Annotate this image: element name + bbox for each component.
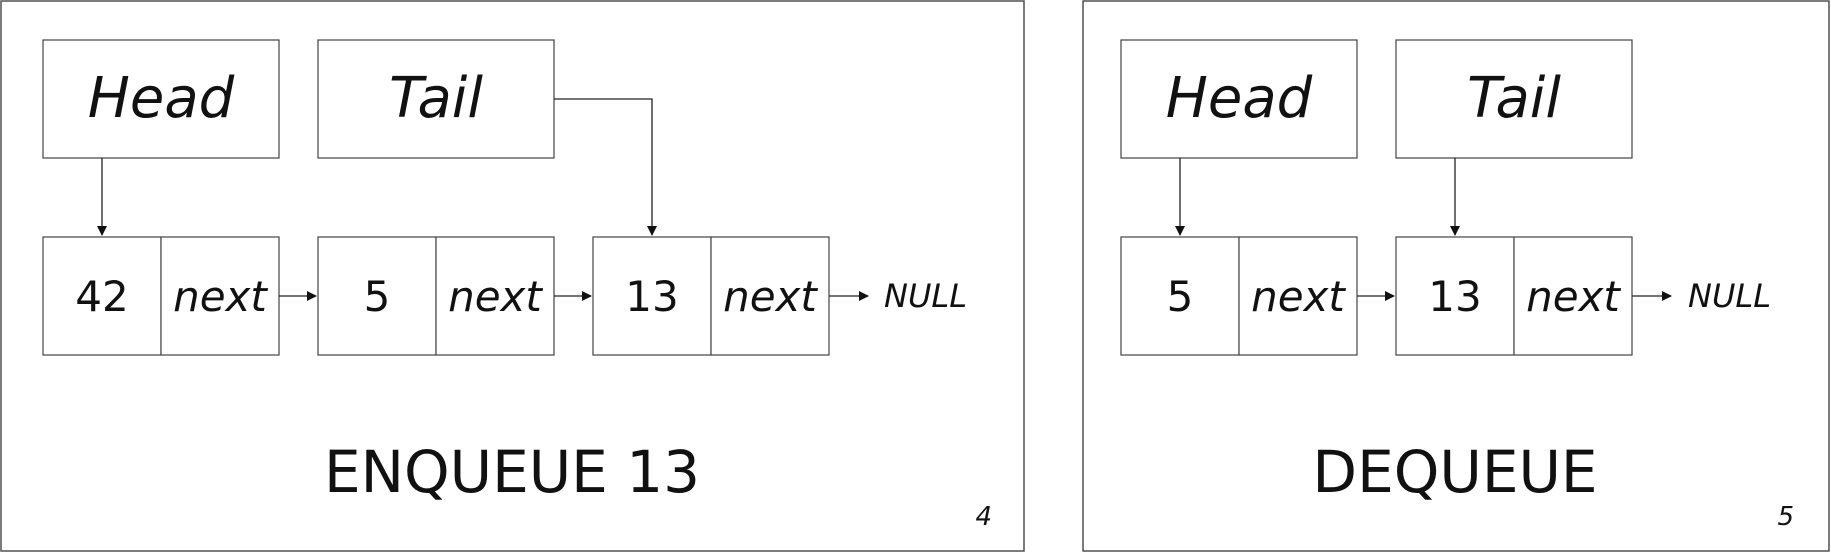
node-value-cell [592,236,712,356]
node-value: 5 [1167,272,1194,321]
node-next-cell [160,236,280,356]
head-label: Head [88,66,235,131]
node-value: 13 [625,272,678,321]
slide-enqueue: Head Tail 42 next 5 next 13 next [0,0,1025,552]
head-pointer-box: Head [42,39,280,159]
node-next-label: next [723,272,818,321]
node-value: 42 [75,272,128,321]
tail-label: Tail [389,66,483,131]
node-value: 5 [364,272,391,321]
node-value-cell [1395,236,1515,356]
node-next-label: next [448,272,543,321]
slide-number: 5 [1777,502,1794,532]
node-13: 13 next [1395,236,1633,356]
operation-title: ENQUEUE 13 [324,438,700,506]
slide-dequeue: Head Tail 5 next 13 next NULL DEQUEUE 5 [1082,0,1830,552]
node-next-cell [710,236,830,356]
node-value: 13 [1428,272,1481,321]
node-next-cell [435,236,555,356]
node-5: 5 next [317,236,555,356]
tail-arrow [554,98,657,236]
tail-pointer-box: Tail [1395,39,1633,159]
operation-title: DEQUEUE [1312,438,1597,506]
node-value-cell [42,236,162,356]
node-next-label: next [1526,272,1621,321]
node-5: 5 next [1120,236,1358,356]
node-next-cell [1513,236,1633,356]
head-label: Head [1166,66,1313,131]
node-13: 13 next [592,236,830,356]
node-value-cell [1120,236,1240,356]
tail-pointer-box: Tail [317,39,555,159]
tail-label: Tail [1467,66,1561,131]
node-next-label: next [1251,272,1346,321]
head-pointer-box: Head [1120,39,1358,159]
node-42: 42 next [42,236,280,356]
slide-number: 4 [975,502,992,532]
null-label: NULL [884,277,967,315]
node-next-label: next [173,272,268,321]
null-label: NULL [1688,277,1771,315]
node-value-cell [317,236,437,356]
node-next-cell [1238,236,1358,356]
